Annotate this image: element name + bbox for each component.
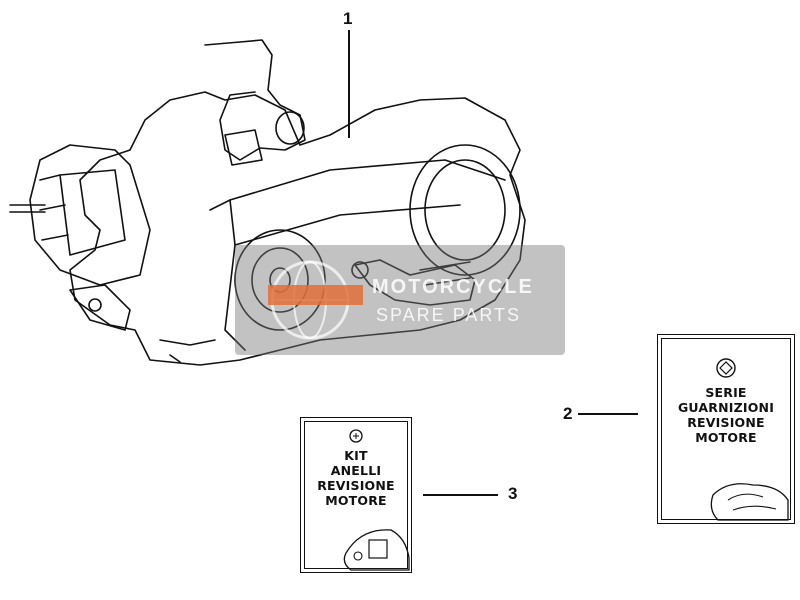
callout-1[interactable]: 1: [343, 9, 353, 28]
ring-title-line-3: REVISIONE: [317, 478, 395, 493]
gasket-set-title: SERIE GUARNIZIONI REVISIONE MOTORE: [658, 385, 794, 445]
ring-title-line-1: KIT: [344, 448, 368, 463]
leader-line-3: [423, 494, 498, 496]
ring-title-line-2: ANELLI: [330, 463, 382, 478]
gasket-title-line-2: GUARNIZIONI: [677, 400, 775, 415]
ring-title-line-4: MOTORE: [325, 493, 387, 508]
piaggio-logo-icon: [710, 358, 789, 521]
watermark-line1: MOTORCYCLE: [372, 276, 534, 298]
ring-kit-logo-icon: [343, 429, 410, 571]
gasket-title-line-3: REVISIONE: [687, 415, 765, 430]
ring-kit-booklet[interactable]: KIT ANELLI REVISIONE MOTORE: [300, 417, 412, 573]
gasket-title-line-1: SERIE: [705, 385, 747, 400]
watermark-line2: SPARE PARTS: [376, 305, 522, 325]
leader-line-1: [348, 30, 350, 138]
gasket-set-booklet[interactable]: SERIE GUARNIZIONI REVISIONE MOTORE: [657, 334, 795, 524]
callout-3[interactable]: 3: [508, 484, 518, 503]
callout-2[interactable]: 2: [563, 404, 573, 423]
gasket-title-line-4: MOTORE: [695, 430, 757, 445]
leader-line-2: [578, 413, 638, 415]
ring-kit-title: KIT ANELLI REVISIONE MOTORE: [301, 448, 411, 508]
